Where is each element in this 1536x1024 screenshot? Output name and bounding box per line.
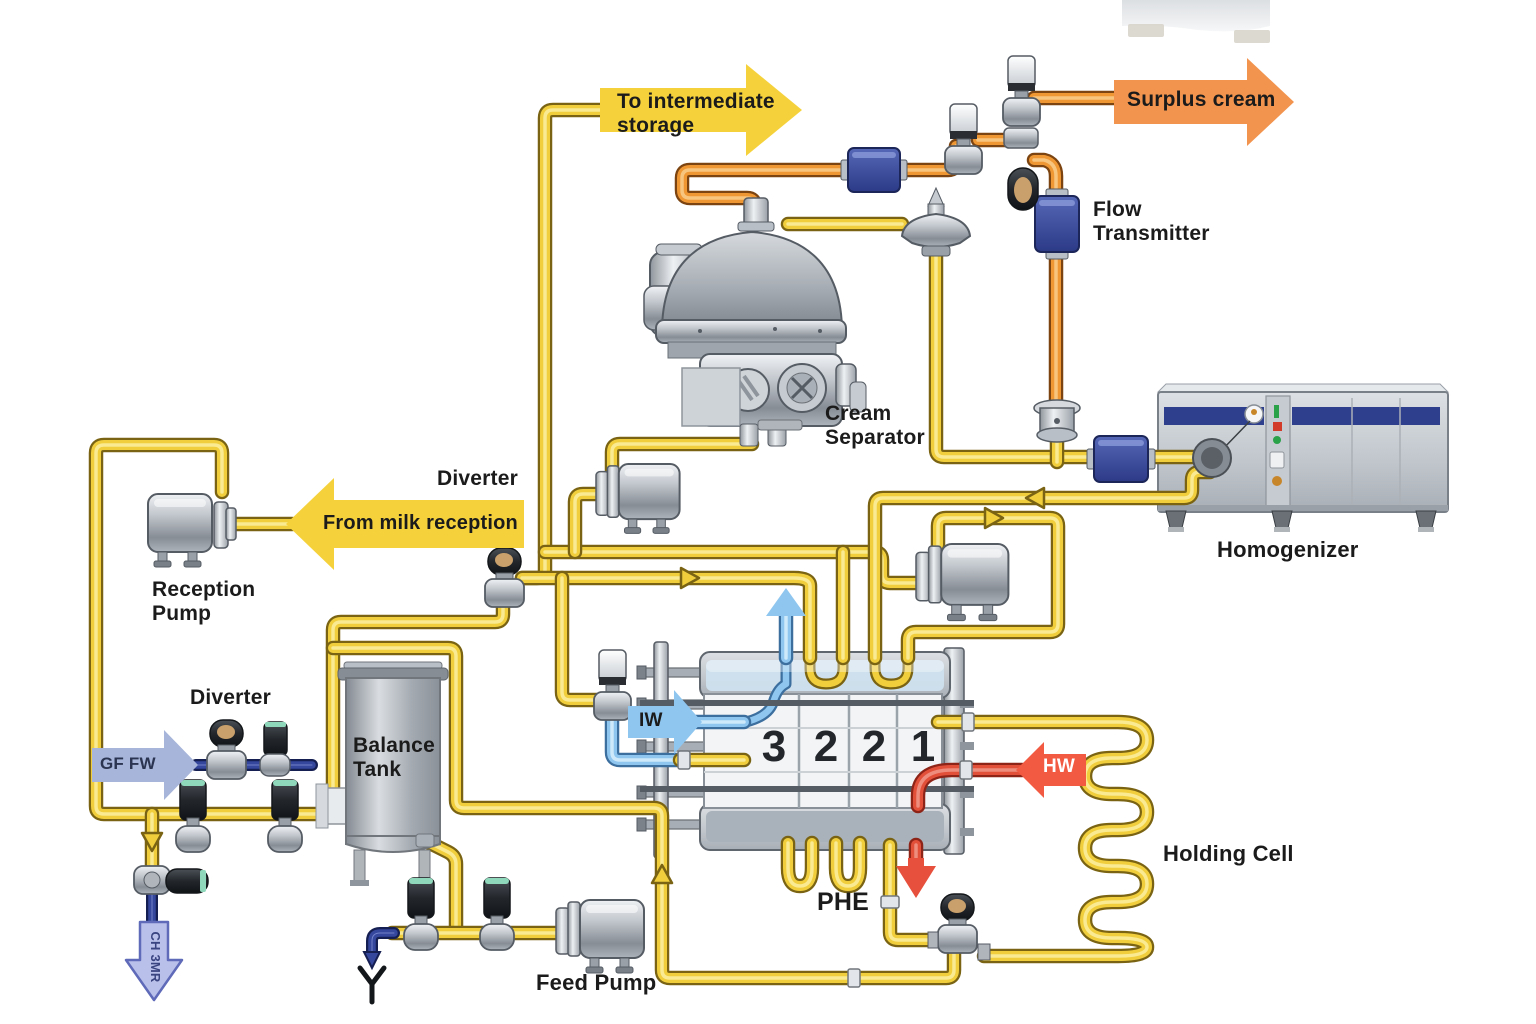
iw-inlet-valve bbox=[593, 649, 632, 721]
gf-fw-arrow bbox=[92, 730, 198, 800]
surplus-cream-arrow bbox=[1114, 58, 1294, 146]
feed-pump-unit bbox=[555, 899, 645, 974]
surplus-cream-valve bbox=[1002, 55, 1041, 211]
cream-separator-unit bbox=[643, 197, 867, 447]
cip-return-arrow bbox=[124, 920, 184, 1002]
inline-disc-fitting bbox=[1033, 399, 1081, 443]
density-transmitter-box bbox=[840, 147, 908, 193]
to-intermediate-storage-arrow bbox=[600, 64, 802, 156]
piping bbox=[88, 90, 1218, 986]
balance-tank-unit bbox=[315, 661, 449, 886]
hot-water-out-arrow bbox=[896, 858, 936, 898]
milk-diverter-valve bbox=[484, 547, 525, 608]
booster-pump-unit bbox=[915, 543, 1010, 622]
ice-water-out-arrow bbox=[766, 588, 806, 616]
reception-pump-unit bbox=[147, 493, 237, 568]
feed-line-valve-2 bbox=[479, 877, 515, 951]
drain-valve bbox=[133, 865, 209, 895]
feed-drain-arrow bbox=[357, 951, 387, 1005]
pipe-couplings bbox=[677, 712, 975, 988]
homogenizer-flow-box bbox=[1086, 435, 1156, 483]
background-panel bbox=[1122, 0, 1270, 43]
cream-line-valve bbox=[944, 103, 983, 175]
cip-diverter-valve bbox=[206, 719, 247, 780]
cip-line-valve bbox=[259, 721, 291, 777]
flow-transmitter-box bbox=[1034, 188, 1080, 260]
flow-direction-markers bbox=[140, 486, 1046, 885]
hw-arrow bbox=[1016, 742, 1086, 798]
separator-discharge-pump bbox=[595, 463, 681, 534]
constant-pressure-valve bbox=[900, 186, 972, 257]
feed-line-valve-1 bbox=[403, 877, 439, 951]
from-milk-reception-arrow bbox=[286, 478, 524, 570]
iw-arrow bbox=[628, 690, 702, 754]
homogenizer-inlet-port bbox=[1192, 438, 1232, 478]
plate-heat-exchanger bbox=[636, 641, 974, 859]
manifold-valve-1 bbox=[175, 779, 211, 853]
holding-return-valve bbox=[927, 893, 991, 961]
manifold-valve-2 bbox=[267, 779, 303, 853]
homogenizer-unit bbox=[1156, 383, 1450, 532]
